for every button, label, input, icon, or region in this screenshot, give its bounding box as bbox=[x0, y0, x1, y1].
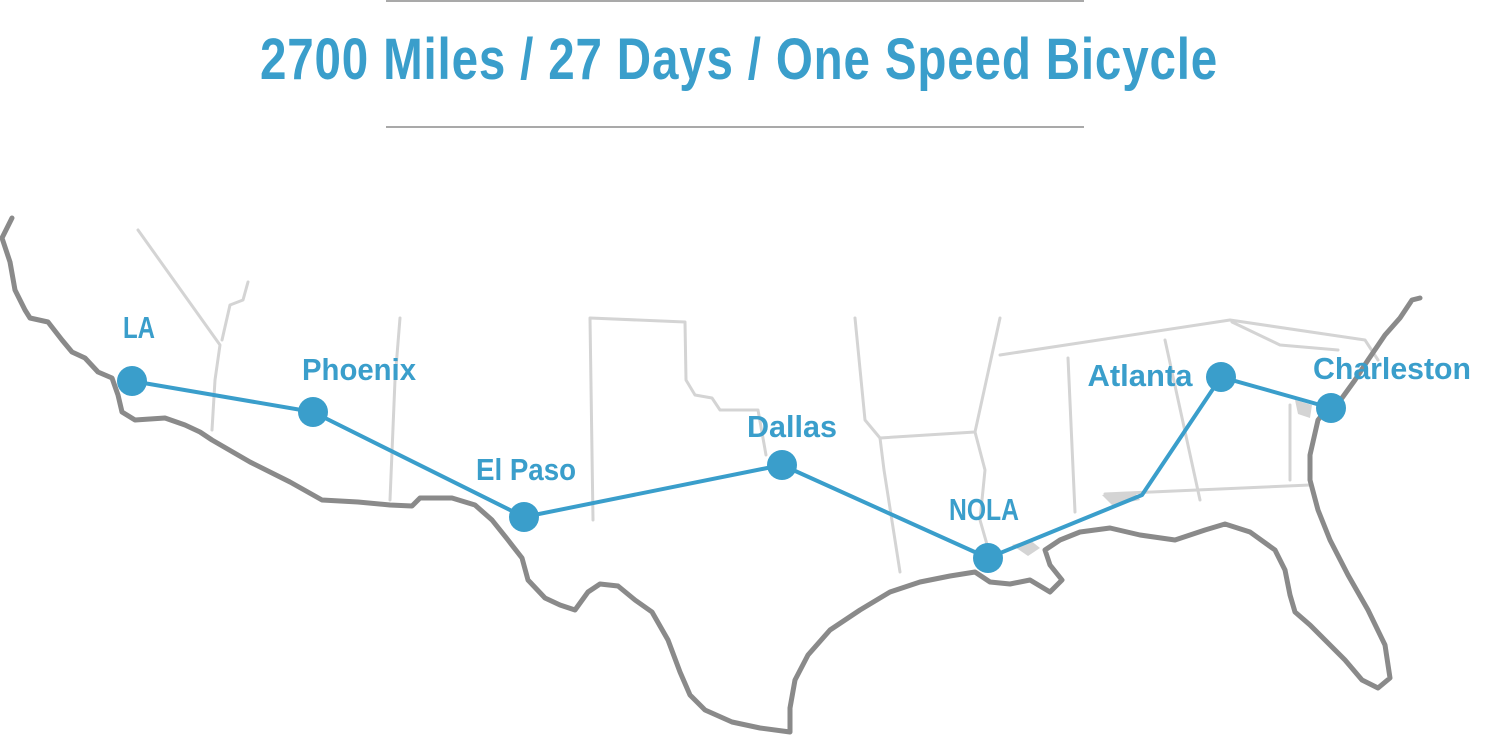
state-borders bbox=[136, 228, 1380, 574]
route-line bbox=[130, 375, 1333, 560]
stop-label-atlanta: Atlanta bbox=[1088, 358, 1194, 393]
page-title: 2700 Miles / 27 Days / One Speed Bicycle bbox=[259, 27, 1219, 92]
stop-marker-la bbox=[117, 366, 147, 396]
stop-marker-el-paso bbox=[509, 502, 539, 532]
stop-label-la: LA bbox=[123, 310, 155, 345]
stop-label-charleston: Charleston bbox=[1313, 351, 1471, 386]
stop-label-nola: NOLA bbox=[949, 492, 1019, 527]
stop-marker-nola bbox=[973, 543, 1003, 573]
stop-marker-charleston bbox=[1316, 393, 1346, 423]
title-top-rule bbox=[386, 0, 1084, 2]
stop-marker-dallas bbox=[767, 450, 797, 480]
route-stops bbox=[117, 362, 1346, 573]
stop-marker-phoenix bbox=[298, 397, 328, 427]
coastline bbox=[0, 215, 1423, 735]
stop-label-el-paso: El Paso bbox=[476, 452, 576, 487]
stop-marker-atlanta bbox=[1206, 362, 1236, 392]
title-bottom-rule bbox=[386, 126, 1084, 128]
stop-label-phoenix: Phoenix bbox=[302, 352, 417, 387]
route-labels: LA Phoenix El Paso Dallas NOLA Atlanta C… bbox=[123, 310, 1471, 527]
shaded-patches bbox=[1012, 400, 1312, 556]
stop-label-dallas: Dallas bbox=[747, 409, 837, 444]
